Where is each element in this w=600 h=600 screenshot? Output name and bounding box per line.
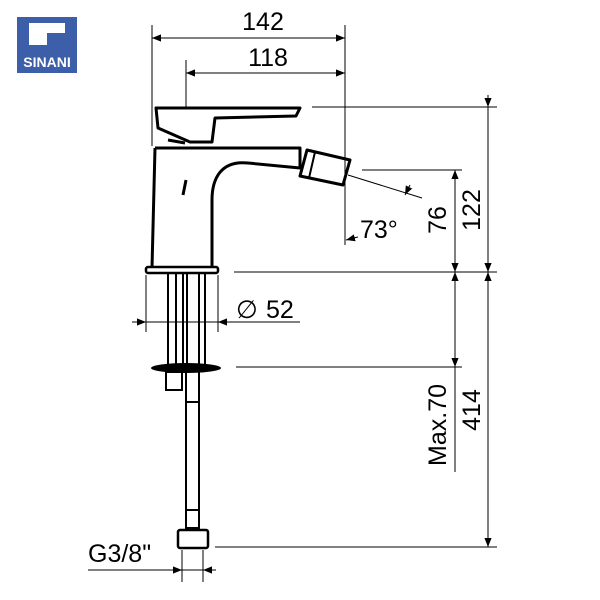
faucet-body — [144, 106, 352, 275]
dim-max-deck-thickness: Max.70 — [424, 384, 452, 466]
logo-text: SINANI — [23, 54, 71, 70]
dim-base-diameter: 52 — [266, 296, 294, 324]
dim-hose-length: 414 — [458, 389, 486, 431]
logo-mark-inner — [47, 33, 65, 45]
dim-total-height: 122 — [458, 189, 486, 231]
dim-connection-thread: G3/8" — [88, 540, 151, 568]
dim-overall-width: 142 — [242, 8, 284, 36]
sinani-logo: SINANI — [17, 17, 77, 73]
dimension-lines — [88, 34, 492, 574]
shanks-and-hose — [151, 273, 221, 550]
diameter-symbol: ∅ — [236, 296, 258, 324]
dim-spout-height: 76 — [424, 206, 452, 234]
dim-spout-reach: 118 — [248, 44, 288, 72]
dim-spout-angle: 73° — [360, 216, 398, 244]
